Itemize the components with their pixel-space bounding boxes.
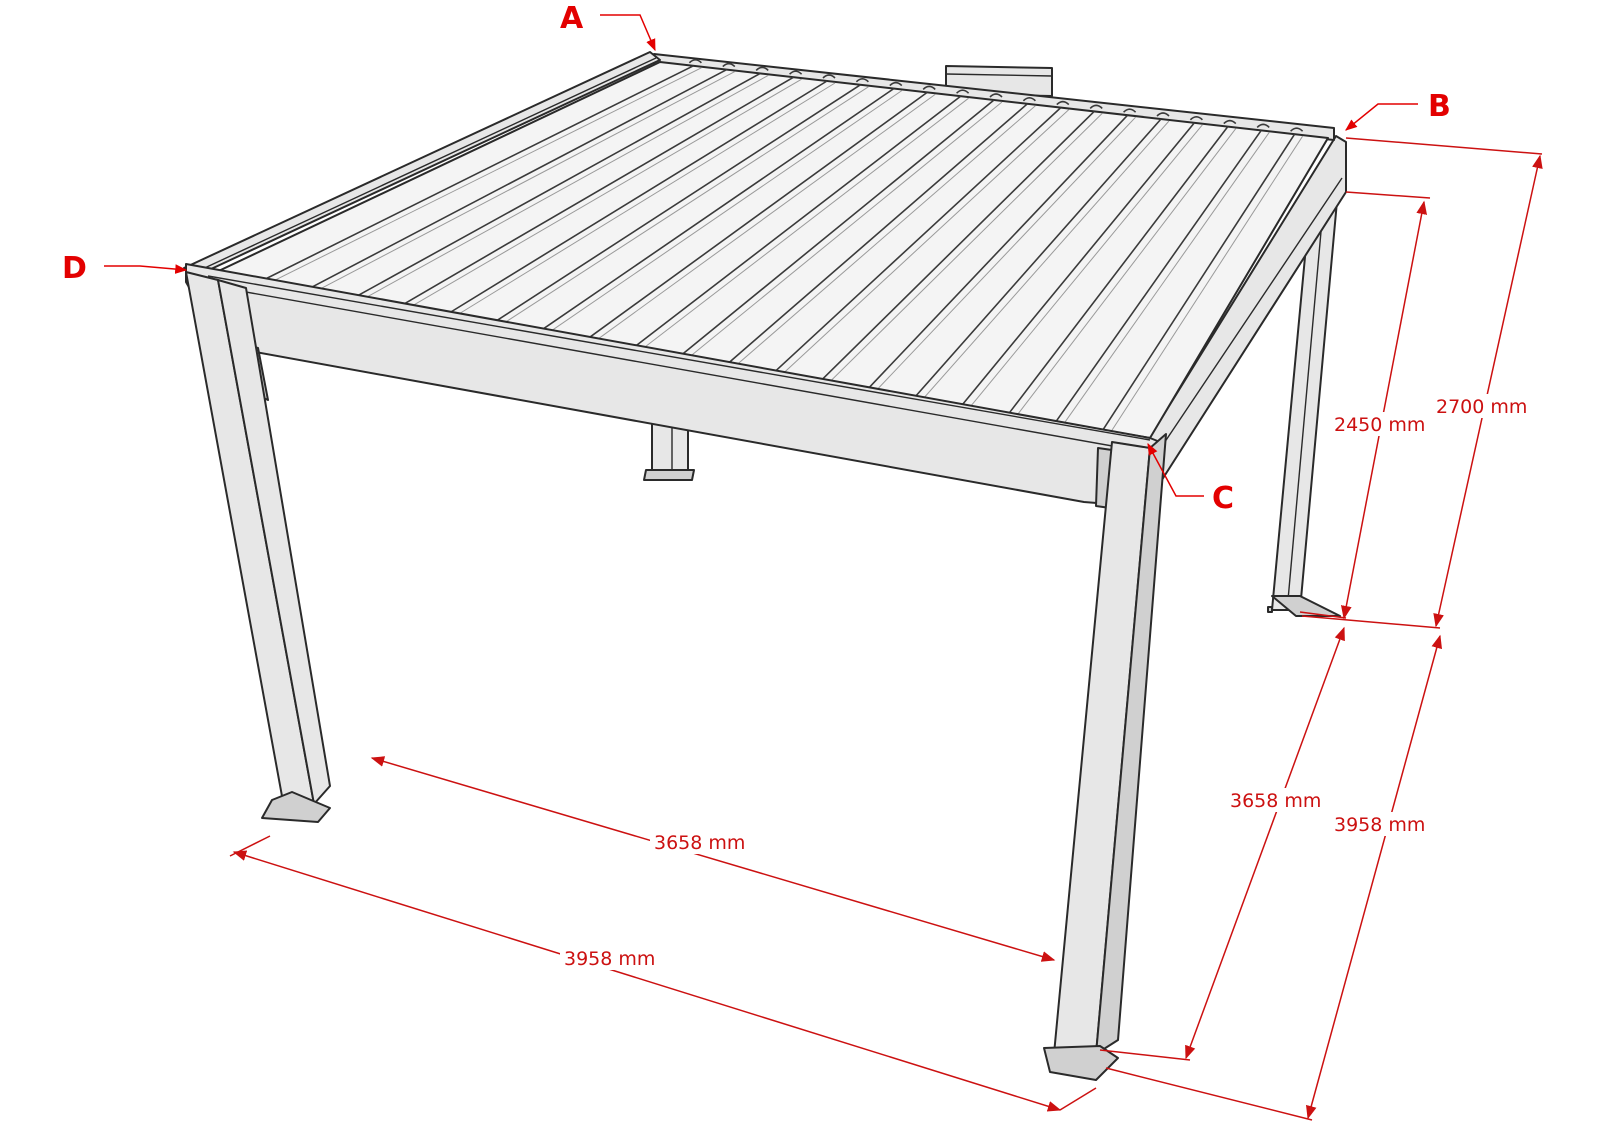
side-outer-depth-label: 3958 mm [1334,814,1425,836]
slat-pivot [1223,119,1237,125]
roof-slat [819,110,1095,382]
roof-slat [1055,129,1262,423]
slat-pivot [1056,100,1070,106]
roof-slat [443,80,828,318]
roof-slat-edge [969,124,1203,408]
roof-slat-edge [1110,135,1304,433]
roof-slat [725,103,1028,366]
dimension-lines [229,137,1543,1121]
roof-slat-edge [357,74,769,303]
corner-a: A [560,1,656,52]
slat-pivot [1256,123,1270,128]
louvred-roof [207,59,1329,439]
side-inner-depth-label: 3658 mm [1230,790,1321,812]
corner-c-label: C [1212,481,1234,516]
roof-slat-edge [1063,132,1270,425]
roof-slat [866,114,1129,390]
roof-slat-edge [262,67,702,287]
roof-slat-edge [451,82,836,319]
slat-pivot [688,59,702,64]
slat-pivot [889,81,903,87]
front-structure [185,263,1167,1081]
slat-pivot [1189,116,1203,121]
dimension-labels: 2450 mm 2700 mm 3658 mm 3958 mm 3658 mm … [560,394,1527,970]
slat-pivot [989,93,1003,98]
roof-slat-edge [309,71,736,295]
roof-slat-edge [733,105,1036,368]
roof-slat-edge [827,113,1103,384]
post-d [185,271,331,823]
slat-pivot [789,70,803,75]
roof-slat-edge [545,90,903,336]
roof-slat [254,65,694,285]
roof-slat [772,107,1062,374]
roof-slat-edge [592,93,936,344]
roof-slat-edge [686,101,1003,360]
roof-slat [631,95,962,350]
roof-slat-edge [498,86,869,328]
slat-pivot [922,85,936,90]
slat-pivot [1290,127,1304,132]
roof-slat [490,84,861,326]
roof-slat [537,87,895,334]
post-c [1043,433,1167,1081]
corner-a-label: A [560,1,584,36]
roof-slat-edge [875,116,1136,392]
total-height-label: 2700 mm [1436,396,1527,418]
inner-height-label: 2450 mm [1334,414,1425,436]
roof-slat [913,118,1162,399]
roof-slat-edge [639,97,969,352]
roof-slats [254,59,1304,433]
front-outer-width-label: 3958 mm [564,948,655,970]
slat-pivot [755,66,769,71]
slat-pivot [1022,97,1036,102]
front-inner-width-label: 3658 mm [654,832,745,854]
corner-annotations: A B C D [62,1,1451,516]
corner-c: C [1147,442,1234,516]
corner-d: D [62,251,188,286]
roof-slat [584,91,928,342]
slat-pivot [722,62,736,68]
slat-pivot [855,78,869,83]
roof-slat-edge [922,120,1170,400]
roof-slat [395,76,795,310]
slat-pivot [1123,108,1137,113]
corner-d-label: D [62,251,87,286]
corner-b: B [1345,89,1451,131]
slat-pivot [956,89,970,94]
roof-slat [301,68,728,293]
corner-b-label: B [1428,89,1451,124]
roof-slat [678,99,995,358]
slat-pivot [1089,104,1103,109]
roof-slat [1102,133,1296,431]
roof-slat [1008,126,1229,415]
roof-slat [348,72,761,302]
roof-slat-edge [404,78,802,311]
slat-pivot [822,74,836,79]
roof-slat-edge [780,109,1070,376]
roof-slat [960,122,1196,407]
roof-slat-edge [1016,128,1237,417]
slat-pivot [1156,112,1170,117]
